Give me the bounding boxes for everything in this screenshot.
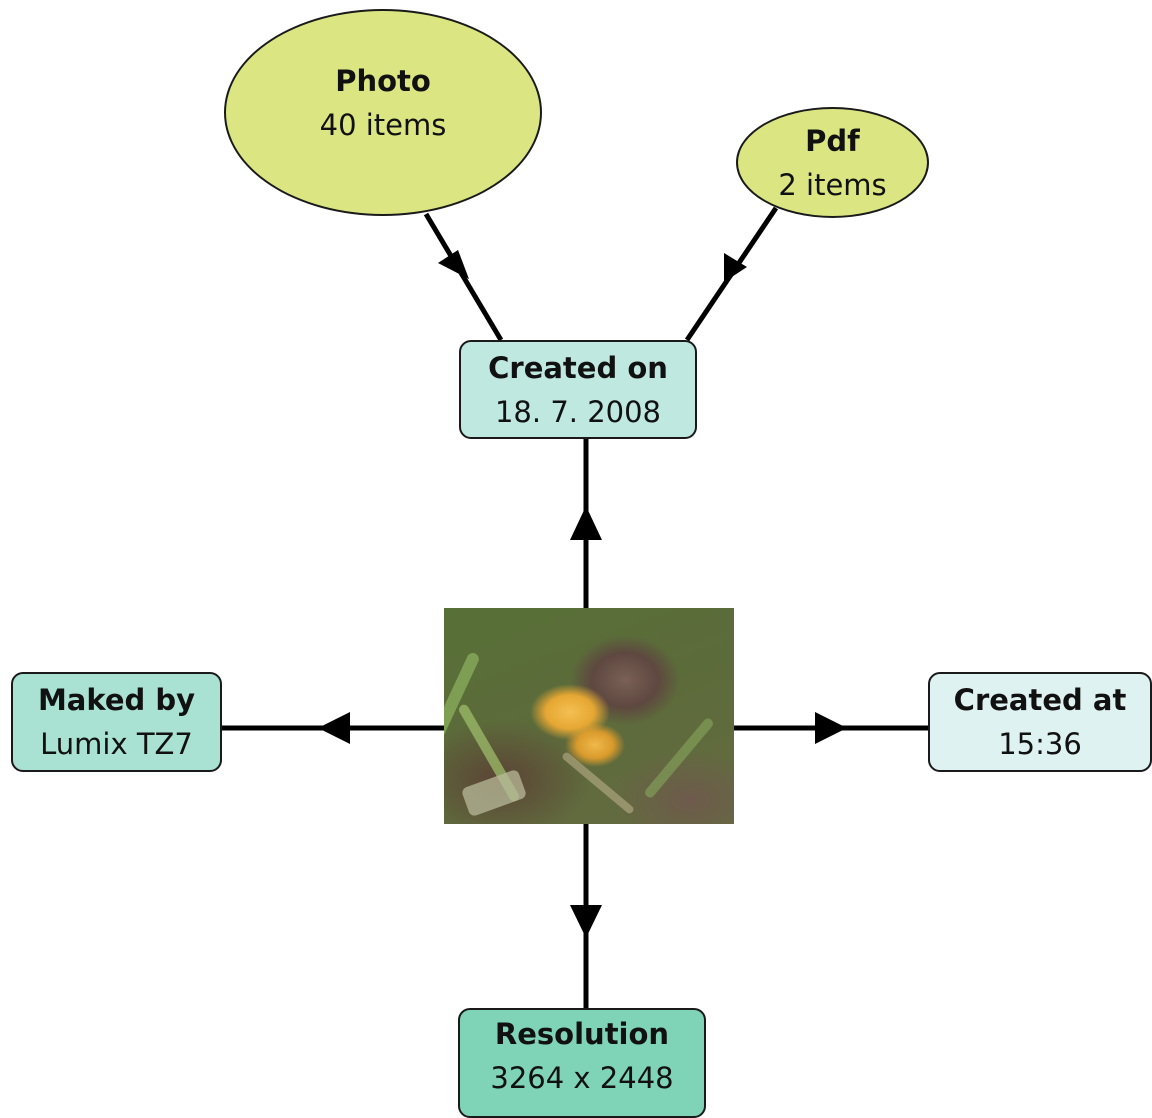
- node-maked-by-value: Lumix TZ7: [40, 727, 193, 761]
- arrowhead-pdf-edge: [724, 253, 747, 282]
- node-pdf[interactable]: Pdf 2 items: [736, 107, 929, 218]
- node-pdf-count: 2 items: [778, 167, 887, 202]
- arrowhead-created-at-edge: [815, 712, 847, 744]
- node-maked-by-title: Maked by: [37, 683, 196, 717]
- grass-blade: [643, 716, 715, 800]
- node-photo-title: Photo: [335, 63, 431, 98]
- node-photo[interactable]: Photo 40 items: [224, 9, 542, 216]
- node-maked-by[interactable]: Maked by Lumix TZ7: [11, 672, 222, 772]
- grass-blade: [560, 751, 636, 815]
- mushroom-photo-thumbnail[interactable]: [444, 608, 734, 824]
- node-resolution-title: Resolution: [494, 1017, 670, 1051]
- node-created-on-value: 18. 7. 2008: [494, 394, 662, 429]
- leaf: [460, 768, 528, 818]
- arrowhead-resolution-edge: [570, 905, 602, 938]
- node-created-at-title: Created at: [953, 683, 1127, 717]
- node-created-on[interactable]: Created on 18. 7. 2008: [459, 340, 697, 439]
- node-created-on-title: Created on: [488, 350, 668, 385]
- arrowhead-created-on-edge: [570, 506, 602, 540]
- node-created-at-value: 15:36: [998, 727, 1082, 761]
- node-created-at[interactable]: Created at 15:36: [928, 672, 1152, 772]
- node-pdf-title: Pdf: [805, 123, 860, 158]
- node-resolution-value: 3264 x 2448: [490, 1061, 674, 1095]
- arrowhead-maked-by-edge: [318, 712, 350, 744]
- edge-photo-to-created-on: [423, 212, 504, 342]
- node-resolution[interactable]: Resolution 3264 x 2448: [458, 1008, 706, 1118]
- node-photo-count: 40 items: [319, 107, 447, 142]
- arrowhead-photo-edge: [438, 250, 469, 279]
